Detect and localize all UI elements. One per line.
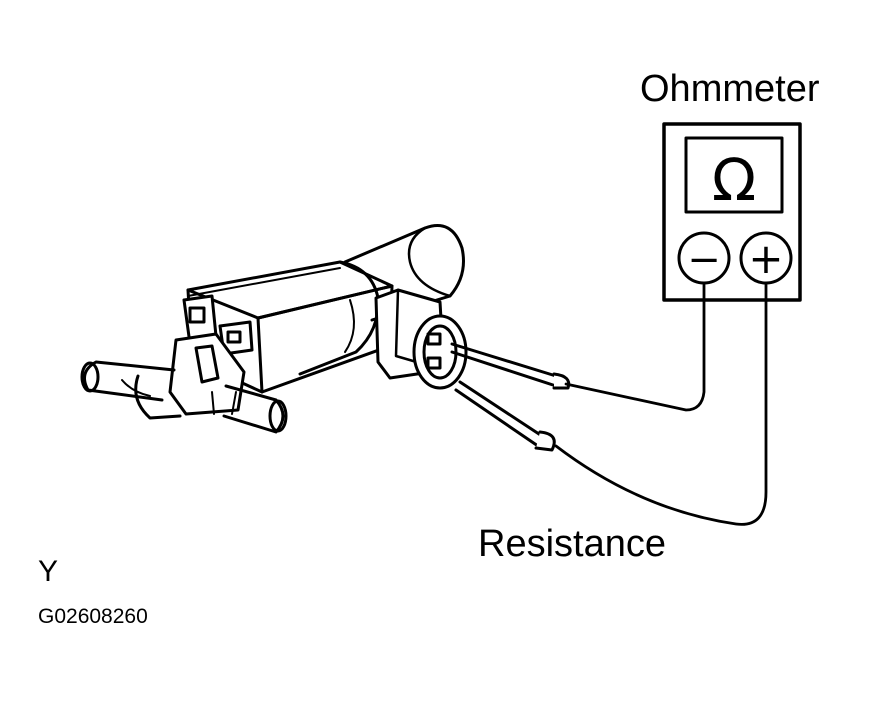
ohm-symbol: Ω [712, 146, 756, 214]
positive-lead [554, 281, 768, 526]
resistance-label: Resistance [478, 523, 666, 565]
lead-wires [554, 281, 768, 526]
view-label: Y [38, 555, 59, 588]
test-probe-icon [450, 342, 571, 452]
figure-code: G02608260 [38, 605, 148, 628]
coil-cylinder [343, 224, 465, 322]
minus-symbol: − [687, 237, 721, 283]
negative-lead [564, 281, 706, 412]
plus-symbol: + [748, 234, 783, 283]
ohmmeter-display [684, 136, 784, 214]
vsv-solenoid-icon [80, 260, 468, 434]
ohmmeter-icon [662, 122, 802, 302]
ohmmeter-label: Ohmmeter [640, 68, 820, 110]
